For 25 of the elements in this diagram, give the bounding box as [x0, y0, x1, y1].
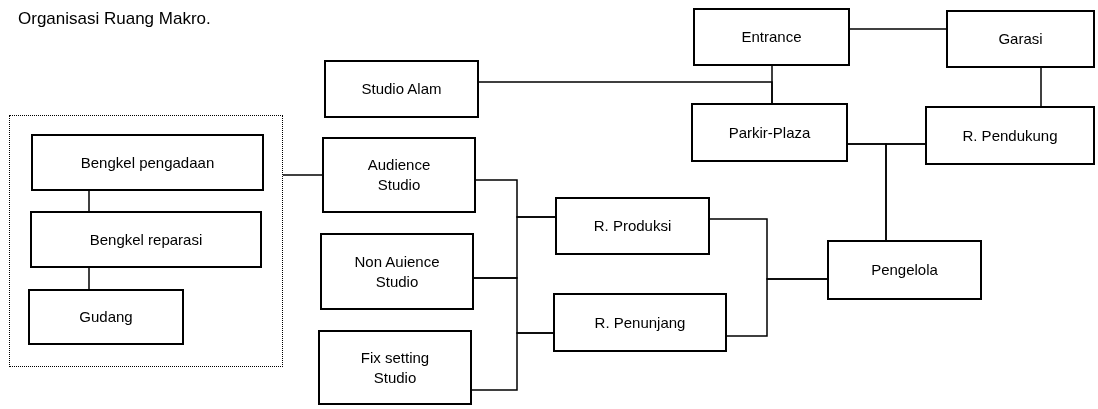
room-box: Bengkel pengadaan	[31, 134, 264, 191]
room-box: Non Auience Studio	[320, 233, 474, 310]
room-box: Audience Studio	[322, 137, 476, 213]
group-frame	[9, 115, 283, 367]
connector-line	[1040, 67, 1042, 107]
connector-line	[282, 174, 323, 176]
connector-line	[726, 278, 828, 337]
diagram-title: Organisasi Ruang Makro.	[18, 8, 211, 30]
room-box: Pengelola	[827, 240, 982, 300]
connector-line	[88, 267, 90, 290]
room-box: R. Penunjang	[553, 293, 727, 352]
room-box: Parkir-Plaza	[691, 103, 848, 162]
connector-line	[771, 65, 773, 104]
room-box: R. Pendukung	[925, 106, 1095, 165]
room-box: Fix setting Studio	[318, 330, 472, 405]
connector-line	[885, 143, 926, 241]
connector-line	[849, 28, 947, 30]
room-box: R. Produksi	[555, 197, 710, 255]
connector-line	[471, 332, 554, 391]
room-box: Entrance	[693, 8, 850, 66]
room-box: Studio Alam	[324, 60, 479, 118]
room-box: Bengkel reparasi	[30, 211, 262, 268]
connector-line	[88, 190, 90, 212]
room-box: Gudang	[28, 289, 184, 345]
room-box: Garasi	[946, 10, 1095, 68]
